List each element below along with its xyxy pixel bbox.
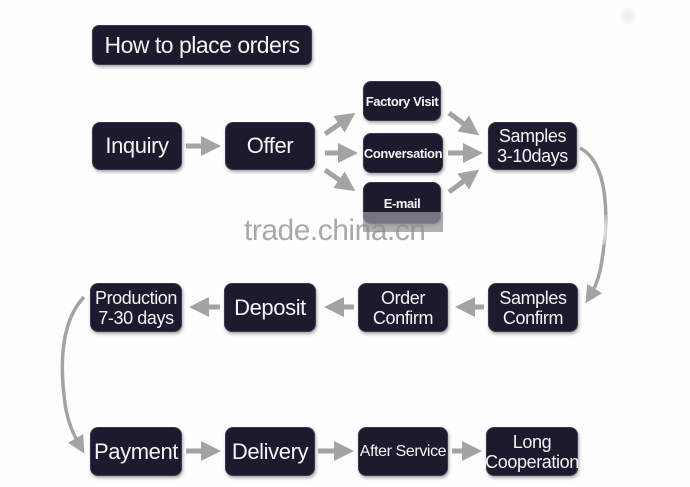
arrow-email-samples (447, 169, 480, 195)
step-inquiry: Inquiry (92, 122, 182, 170)
arrow-production-payment (60, 295, 86, 454)
step-deposit: Deposit (224, 283, 316, 332)
step-samples-3-10-days: Samples 3-10days (488, 122, 577, 170)
title-banner: How to place orders (92, 25, 312, 65)
step-label: Deposit (234, 294, 306, 320)
step-label: Samples 3-10days (497, 126, 568, 166)
step-long-cooperation: Long Cooperation (485, 427, 579, 476)
arrow-factory-visit-samples (447, 110, 480, 136)
step-label: Offer (246, 133, 294, 158)
arrow-offer-factory-visit (323, 112, 356, 137)
step-after-service: After Service (358, 427, 448, 476)
step-delivery: Delivery (225, 427, 315, 476)
step-label: Samples Confirm (499, 287, 567, 328)
diagram-title: How to place orders (104, 31, 300, 58)
step-offer: Offer (225, 122, 315, 170)
step-label: Production 7-30 days (94, 287, 178, 328)
step-label: Order Confirm (372, 287, 434, 328)
arrow-offer-email (323, 167, 356, 192)
step-label: E-mail (383, 195, 421, 211)
step-samples-confirm: Samples Confirm (488, 283, 578, 332)
step-production: Production 7-30 days (90, 283, 182, 332)
step-label: Payment (93, 438, 179, 464)
step-label: Long Cooperation (485, 431, 579, 472)
watermark-band (363, 212, 443, 232)
watermark-text: trade.china.cn (244, 214, 426, 247)
step-order-confirm: Order Confirm (358, 283, 448, 332)
step-conversation: Conversation (363, 133, 443, 173)
step-label: Conversation (363, 145, 443, 161)
step-label: Factory Visit (365, 93, 439, 109)
image-artifact (595, 215, 609, 245)
image-artifact (620, 8, 636, 24)
step-factory-visit: Factory Visit (363, 81, 441, 121)
step-label: After Service (359, 442, 447, 460)
step-label: Delivery (231, 438, 309, 464)
step-label: Inquiry (105, 133, 169, 158)
step-payment: Payment (90, 427, 182, 476)
